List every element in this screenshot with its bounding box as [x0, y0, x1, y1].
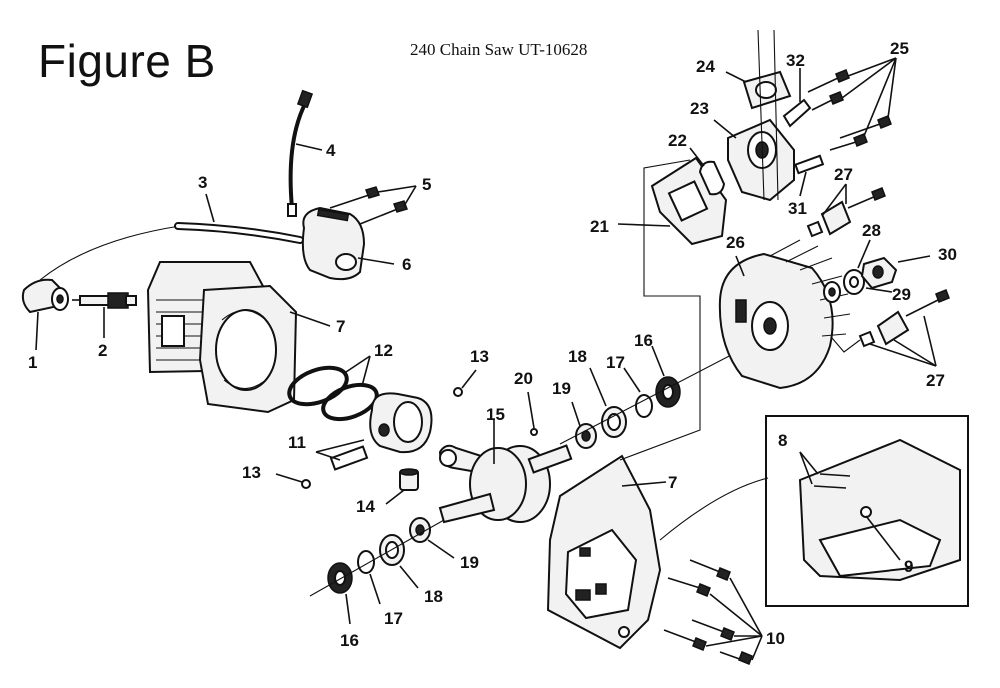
callout-18-upper: 18: [568, 347, 587, 366]
callout-12: 12: [374, 341, 393, 360]
callout-26: 26: [726, 233, 745, 252]
callout-4: 4: [326, 141, 336, 160]
callout-6: 6: [402, 255, 411, 274]
callout-23: 23: [690, 99, 709, 118]
part-spark-plug: [72, 292, 137, 338]
part-fuel-line: [174, 193, 304, 244]
part-cylinder: [146, 261, 331, 414]
callout-19-lower: 19: [460, 553, 479, 572]
callout-24: 24: [696, 57, 715, 76]
part-flywheel: [718, 239, 851, 390]
part-bearing-stack-upper: [559, 339, 761, 449]
callout-27-upper: 27: [834, 165, 853, 184]
callout-labels: 1 2 3 4 5 6 7 7 8 9 10 11 12 13 13 14 15…: [28, 39, 957, 650]
part-carburetor: [713, 118, 795, 202]
callout-7-upper: 7: [336, 317, 345, 336]
part-flange: [725, 29, 792, 201]
part-needle-bearing: [385, 468, 419, 505]
callout-27-lower: 27: [926, 371, 945, 390]
callout-13-upper: 13: [470, 347, 489, 366]
callout-9: 9: [904, 557, 913, 576]
figure-title: Figure B: [38, 35, 216, 87]
callout-19-upper: 19: [552, 379, 571, 398]
part-ignition-lead: [287, 89, 323, 217]
part-throttle-link: [782, 68, 812, 128]
part-bearing-stack-lower: [309, 517, 455, 625]
part-washers-nut: [823, 239, 931, 303]
part-pawl-upper: [806, 183, 886, 238]
callout-18-lower: 18: [424, 587, 443, 606]
document-title: 240 Chain Saw UT-10628: [410, 40, 588, 59]
part-key: [527, 391, 538, 436]
inset-detail: [659, 415, 969, 607]
callout-16-upper: 16: [634, 331, 653, 350]
callout-16-lower: 16: [340, 631, 359, 650]
part-crankcase: [546, 159, 701, 650]
callout-21: 21: [590, 217, 609, 236]
callout-5: 5: [422, 175, 431, 194]
callout-32: 32: [786, 51, 805, 70]
callout-20: 20: [514, 369, 533, 388]
part-reed: [689, 147, 726, 196]
callout-28: 28: [862, 221, 881, 240]
part-pawl-lower: [831, 289, 950, 367]
callout-30: 30: [938, 245, 957, 264]
callout-1: 1: [28, 353, 37, 372]
callout-29: 29: [892, 285, 911, 304]
part-pin: [794, 154, 825, 197]
callout-17-lower: 17: [384, 609, 403, 628]
callout-15: 15: [486, 405, 505, 424]
part-spark-plug-boot: [21, 225, 181, 351]
part-circlips: [275, 369, 477, 489]
callout-7-lower: 7: [668, 473, 677, 492]
callout-10: 10: [766, 629, 785, 648]
callout-31: 31: [788, 199, 807, 218]
part-ignition-module: [301, 206, 395, 281]
part-screws-5: [329, 185, 417, 225]
part-piston-rings: [287, 355, 379, 422]
callout-14: 14: [356, 497, 375, 516]
callout-3: 3: [198, 173, 207, 192]
callout-8: 8: [778, 431, 787, 450]
part-piston: [315, 392, 433, 471]
callout-13-lower: 13: [242, 463, 261, 482]
part-screws-10: [663, 559, 763, 665]
part-crankshaft: [438, 420, 573, 524]
callout-17-upper: 17: [606, 353, 625, 372]
callout-25: 25: [890, 39, 909, 58]
part-screws-25: [807, 57, 897, 151]
callout-2: 2: [98, 341, 107, 360]
callout-22: 22: [668, 131, 687, 150]
callout-11: 11: [288, 433, 306, 452]
